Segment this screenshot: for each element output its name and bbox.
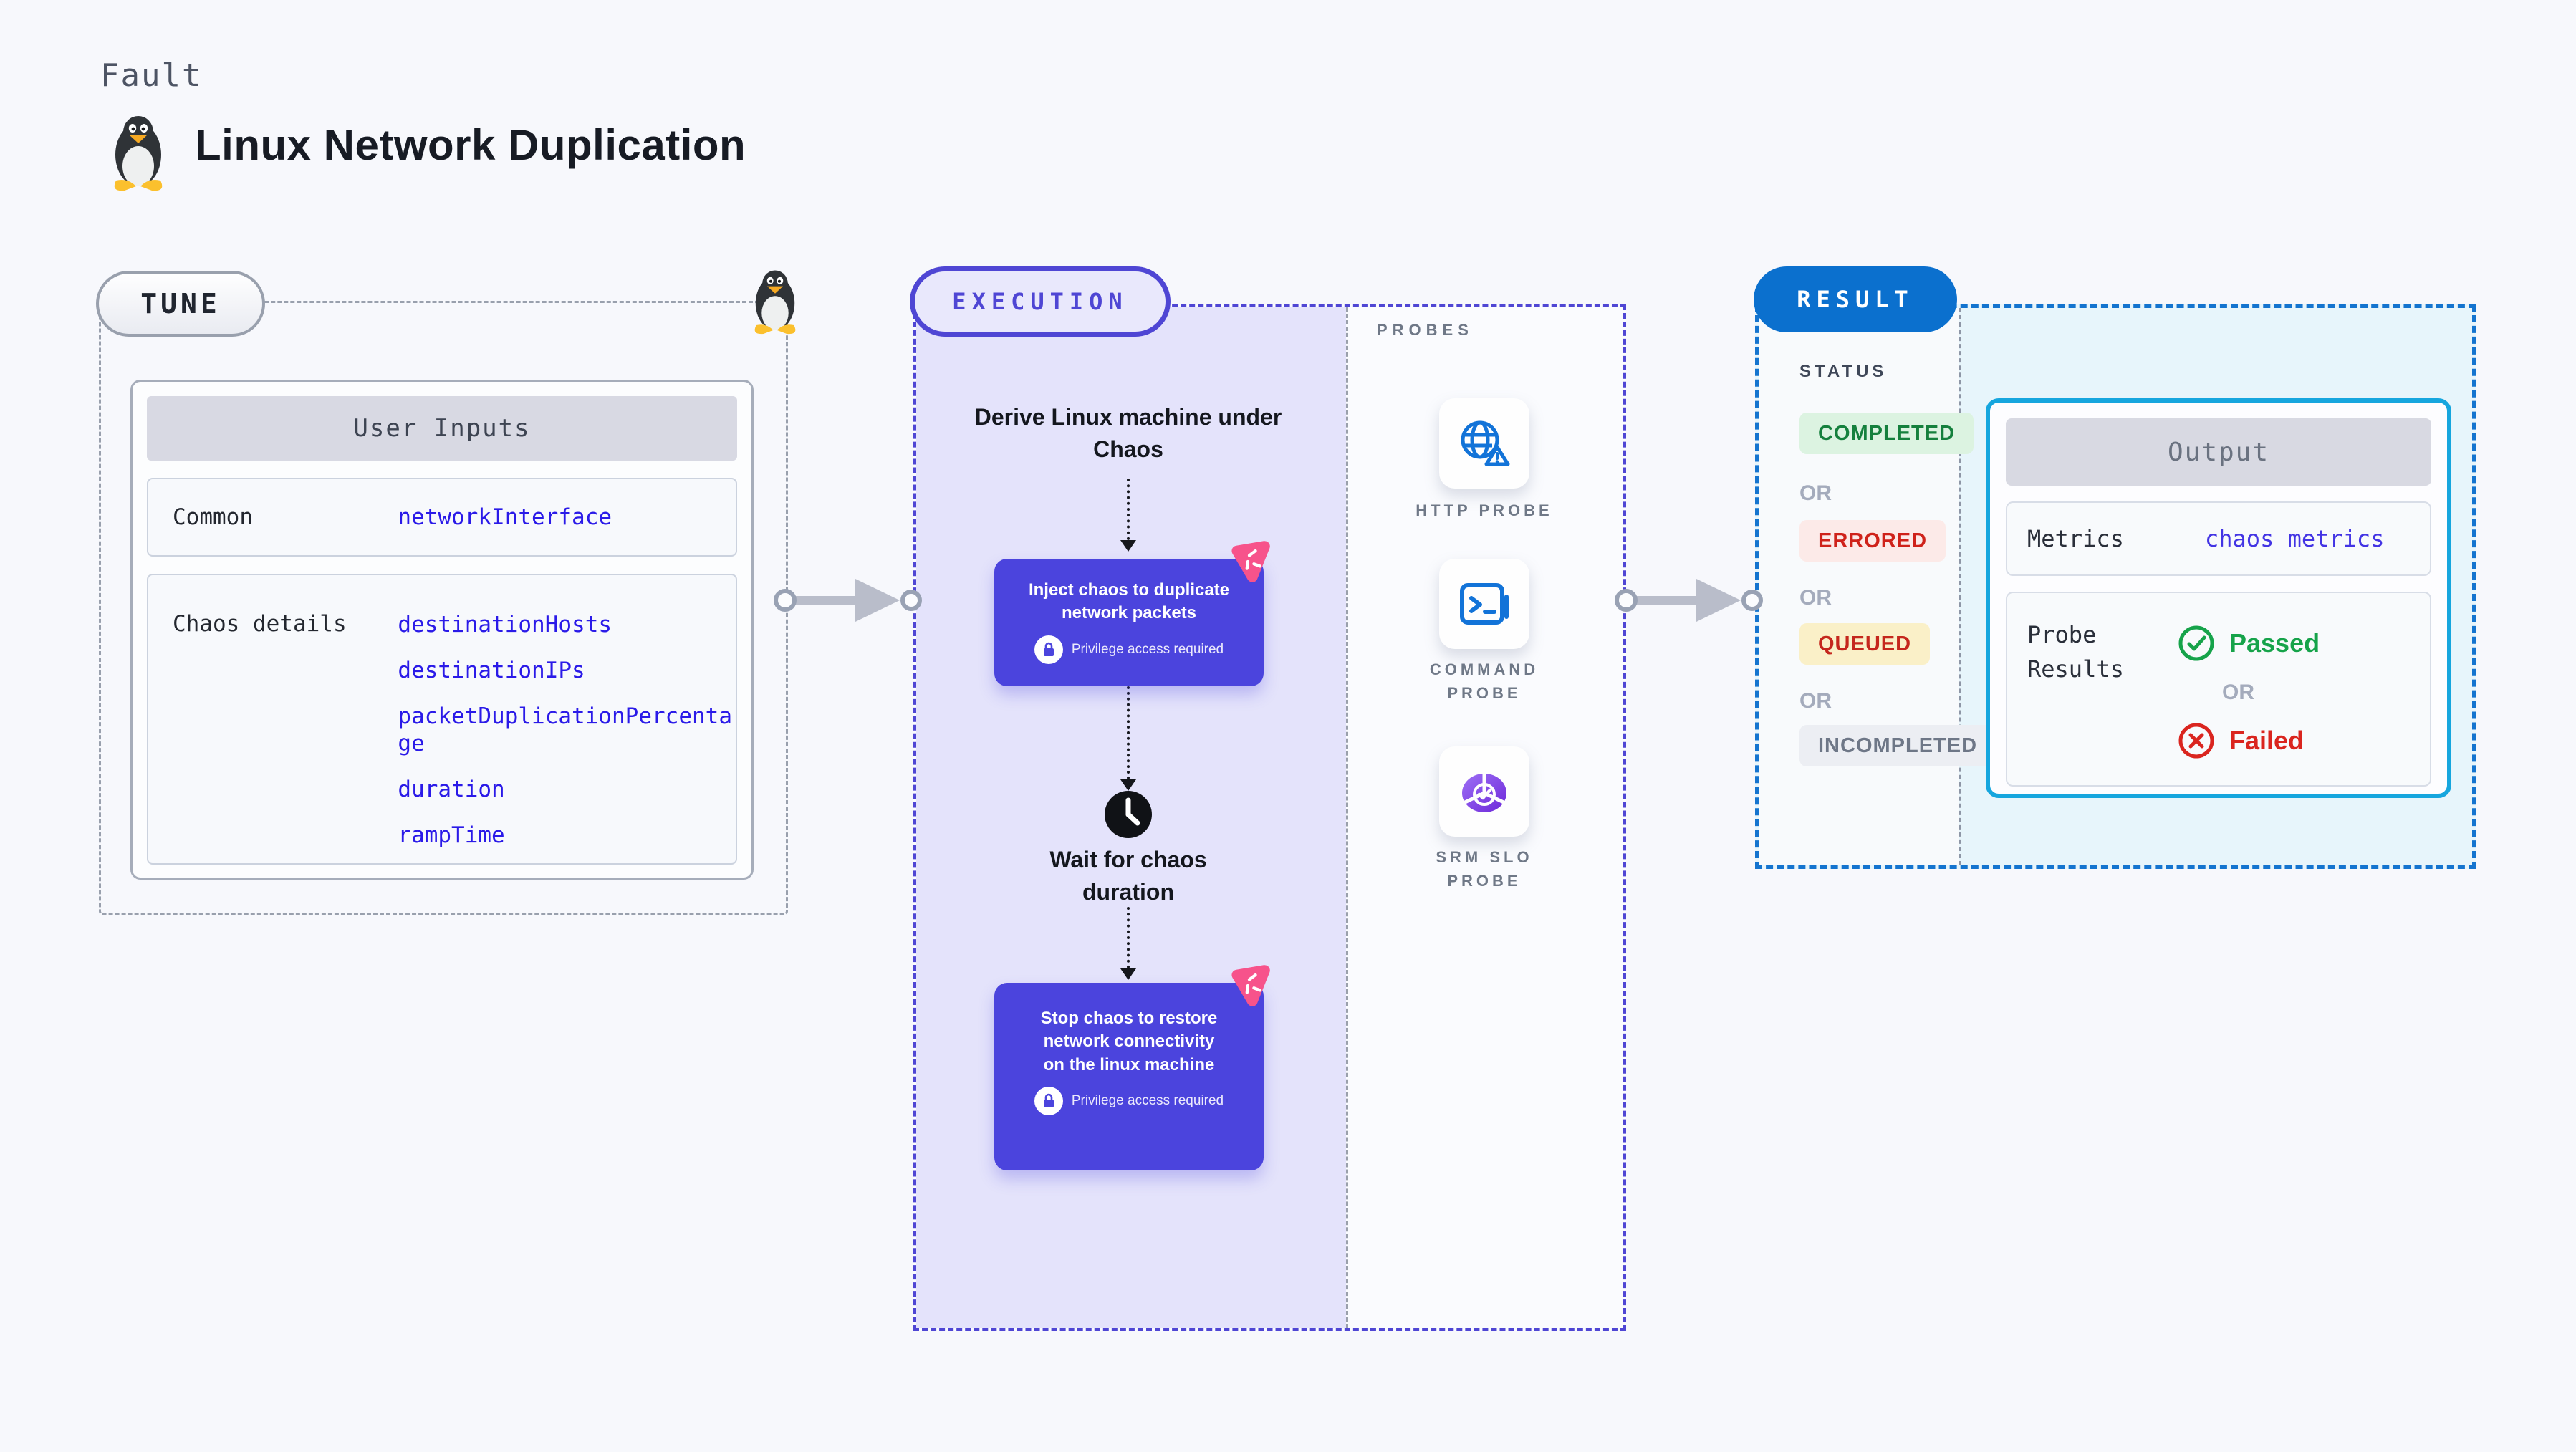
dotted-connector	[1127, 686, 1130, 779]
dotted-connector-arrowhead	[1120, 540, 1136, 552]
step-derive-machine: Derive Linux machine under Chaos	[974, 404, 1282, 462]
inject-chaos-label: Inject chaos to duplicate network packet…	[1028, 580, 1230, 623]
failed-label: Failed	[2229, 726, 2305, 755]
passed-label: Passed	[2229, 628, 2320, 658]
page-title: Linux Network Duplication	[195, 121, 746, 169]
http-probe-card	[1439, 398, 1529, 489]
metrics-label: Metrics	[2027, 525, 2124, 552]
probe-results-label: Probe Results	[2027, 621, 2124, 683]
status-badge-completed: COMPLETED	[1799, 413, 1974, 454]
input-value: networkInterface	[398, 504, 612, 530]
user-inputs-header: User Inputs	[147, 396, 737, 461]
input-value: rampTime	[398, 822, 505, 848]
tune-badge: TUNE	[96, 271, 265, 337]
probe-label: SRM SLO PROBE	[1436, 848, 1533, 890]
row-label: Common	[173, 504, 253, 530]
input-value: destinationIPs	[398, 657, 585, 683]
execution-badge: EXECUTION	[910, 266, 1171, 337]
privilege-note: Privilege access required	[1071, 1093, 1224, 1109]
slo-donut-icon	[1462, 770, 1506, 812]
table-row: Common networkInterface	[147, 478, 737, 557]
command-probe-card	[1439, 559, 1529, 649]
srm-slo-probe-card	[1439, 746, 1529, 837]
dotted-connector	[1127, 479, 1130, 540]
tux-penguin-icon-small	[754, 270, 796, 335]
failed-row: Failed	[2178, 722, 2304, 759]
flow-arrow-icon	[1615, 579, 1763, 622]
user-inputs-card: User Inputs Common networkInterface Chao…	[130, 380, 754, 880]
clock-icon	[1105, 791, 1152, 838]
output-card: Output Metrics chaos metrics Probe Resul…	[1986, 398, 2451, 798]
privilege-row: Privilege access required	[1034, 1087, 1224, 1116]
or-label: OR	[2222, 681, 2254, 704]
privilege-row: Privilege access required	[1034, 635, 1224, 664]
step-wait-duration: Wait for chaos duration	[1049, 847, 1207, 905]
metrics-row: Metrics chaos metrics	[2006, 501, 2431, 576]
terminal-icon	[1460, 583, 1509, 625]
probe-label: COMMAND PROBE	[1429, 660, 1539, 702]
check-circle-icon	[2178, 625, 2214, 661]
status-column	[1759, 308, 1959, 865]
stop-chaos-node: Stop chaos to restore network connectivi…	[994, 983, 1264, 1170]
or-label: OR	[1799, 481, 1832, 505]
result-separator	[1959, 308, 1961, 865]
result-badge: RESULT	[1754, 266, 1957, 332]
probe-results-row: Probe Results Passed OR Failed	[2006, 592, 2431, 787]
x-circle-icon	[2178, 723, 2214, 759]
tux-penguin-icon	[114, 116, 163, 191]
row-label: Chaos details	[173, 611, 347, 637]
status-badge-queued: QUEUED	[1799, 623, 1931, 665]
fault-eyebrow: Fault	[100, 57, 203, 94]
input-value: destinationHosts	[398, 612, 612, 638]
dotted-connector	[1127, 907, 1130, 968]
or-label: OR	[1799, 689, 1832, 713]
stop-chaos-label: Stop chaos to restore network connectivi…	[1040, 1009, 1218, 1074]
chaos-logo-icon	[1231, 965, 1270, 1006]
status-badge-errored: ERRORED	[1799, 520, 1946, 562]
probes-label: PROBES	[1377, 321, 1474, 339]
probe-label: HTTP PROBE	[1416, 501, 1553, 519]
status-badge-incompleted: INCOMPLETED	[1799, 725, 1996, 766]
dotted-connector-arrowhead	[1120, 968, 1136, 980]
passed-row: Passed	[2178, 625, 2320, 662]
lock-icon	[1034, 635, 1063, 664]
table-row: Chaos details destinationHosts destinati…	[147, 574, 737, 865]
lock-icon	[1034, 1087, 1063, 1116]
dotted-connector-arrowhead	[1120, 779, 1136, 791]
status-label: STATUS	[1799, 362, 1888, 381]
globe-alert-icon	[1461, 420, 1510, 466]
metrics-value: chaos metrics	[2205, 525, 2385, 552]
or-label: OR	[1799, 586, 1832, 610]
probes-separator	[1346, 307, 1348, 1328]
flow-arrow-icon	[774, 579, 922, 622]
input-value: duration	[398, 777, 505, 802]
input-value: packetDuplicationPercentage	[398, 703, 732, 757]
output-header: Output	[2006, 418, 2431, 486]
privilege-note: Privilege access required	[1071, 641, 1224, 657]
chaos-logo-icon	[1231, 541, 1270, 582]
inject-chaos-node: Inject chaos to duplicate network packet…	[994, 559, 1264, 686]
